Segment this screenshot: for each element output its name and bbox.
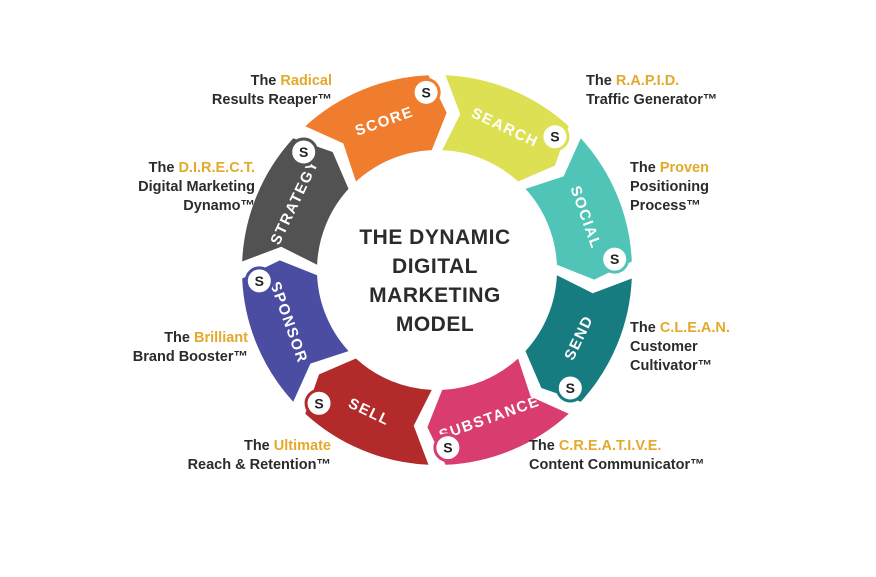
callout-social-pre: The bbox=[630, 160, 660, 176]
segment-social bbox=[525, 138, 632, 280]
callout-score-line-2: Results Reaper™ bbox=[211, 92, 332, 108]
callout-search-highlight: R.A.P.I.D. bbox=[615, 73, 680, 89]
badge-substance: S bbox=[433, 433, 463, 463]
callout-send-line-3: Cultivator™ bbox=[630, 358, 713, 374]
callout-social-highlight: Proven bbox=[659, 160, 709, 176]
callout-sell-line-2: Reach & Retention™ bbox=[187, 457, 331, 473]
badge-score: S bbox=[411, 77, 441, 107]
badge-sell: S bbox=[304, 388, 334, 418]
segment-search bbox=[442, 75, 569, 182]
callout-sponsor-line-2: Brand Booster™ bbox=[132, 349, 248, 365]
badge-strategy: S bbox=[289, 137, 319, 167]
callout-score: The Radical Results Reaper™ bbox=[212, 72, 332, 110]
svg-text:S: S bbox=[421, 84, 430, 100]
segment-sell bbox=[305, 358, 432, 465]
callout-social-line-2: Positioning bbox=[630, 179, 709, 195]
callout-score-highlight: Radical bbox=[280, 73, 332, 89]
badge-sponsor: S bbox=[244, 266, 274, 296]
svg-text:S: S bbox=[610, 251, 619, 267]
svg-text:S: S bbox=[443, 440, 452, 456]
svg-text:S: S bbox=[299, 144, 308, 160]
svg-text:S: S bbox=[550, 129, 559, 145]
callout-substance-pre: The bbox=[529, 438, 559, 454]
callout-search-line-2: Traffic Generator™ bbox=[586, 92, 718, 108]
svg-text:S: S bbox=[255, 273, 264, 289]
callout-sponsor: The Brilliant Brand Booster™ bbox=[133, 329, 248, 367]
callout-substance: The C.R.E.A.T.I.V.E. Content Communicato… bbox=[529, 437, 705, 475]
callout-social: The Proven Positioning Process™ bbox=[630, 159, 709, 216]
callout-strategy: The D.I.R.E.C.T. Digital Marketing Dynam… bbox=[138, 159, 255, 216]
callout-send-highlight: C.L.E.A.N. bbox=[659, 320, 730, 336]
center-title-line-3: MARKETING bbox=[369, 284, 501, 307]
callout-sell-highlight: Ultimate bbox=[273, 438, 331, 454]
callout-strategy-pre: The bbox=[148, 160, 179, 176]
callout-strategy-line-3: Dynamo™ bbox=[183, 198, 255, 214]
callout-social-line-3: Process™ bbox=[630, 198, 701, 214]
segment-substance bbox=[427, 358, 569, 465]
center-title-line-4: MODEL bbox=[395, 313, 475, 336]
segment-sponsor bbox=[242, 260, 349, 402]
center-title-line-2: DIGITAL bbox=[392, 255, 478, 278]
callout-send-pre: The bbox=[630, 320, 660, 336]
center-title: THE DYNAMIC DIGITAL MARKETING MODEL bbox=[335, 223, 535, 339]
callout-send-line-2: Customer bbox=[630, 339, 698, 355]
segment-strategy bbox=[242, 138, 349, 265]
badge-search: S bbox=[540, 122, 570, 152]
callout-send: The C.L.E.A.N. Customer Cultivator™ bbox=[630, 319, 730, 376]
callout-search: The R.A.P.I.D. Traffic Generator™ bbox=[586, 72, 717, 110]
center-title-line-1: THE DYNAMIC bbox=[359, 226, 511, 249]
callout-sell: The Ultimate Reach & Retention™ bbox=[188, 437, 331, 475]
badge-send: S bbox=[555, 373, 585, 403]
callout-strategy-highlight: D.I.R.E.C.T. bbox=[178, 160, 255, 176]
badge-social: S bbox=[600, 244, 630, 274]
callout-sponsor-highlight: Brilliant bbox=[194, 330, 248, 346]
callout-strategy-line-2: Digital Marketing bbox=[138, 179, 255, 195]
callout-score-pre: The bbox=[250, 73, 281, 89]
callout-sponsor-pre: The bbox=[164, 330, 195, 346]
segment-send bbox=[525, 275, 632, 402]
callout-sell-pre: The bbox=[243, 438, 274, 454]
callout-substance-line-2: Content Communicator™ bbox=[529, 457, 705, 473]
callout-substance-highlight: C.R.E.A.T.I.V.E. bbox=[558, 438, 662, 454]
svg-text:S: S bbox=[314, 395, 323, 411]
callout-search-pre: The bbox=[586, 73, 616, 89]
svg-text:S: S bbox=[566, 380, 575, 396]
segment-score bbox=[305, 75, 447, 182]
